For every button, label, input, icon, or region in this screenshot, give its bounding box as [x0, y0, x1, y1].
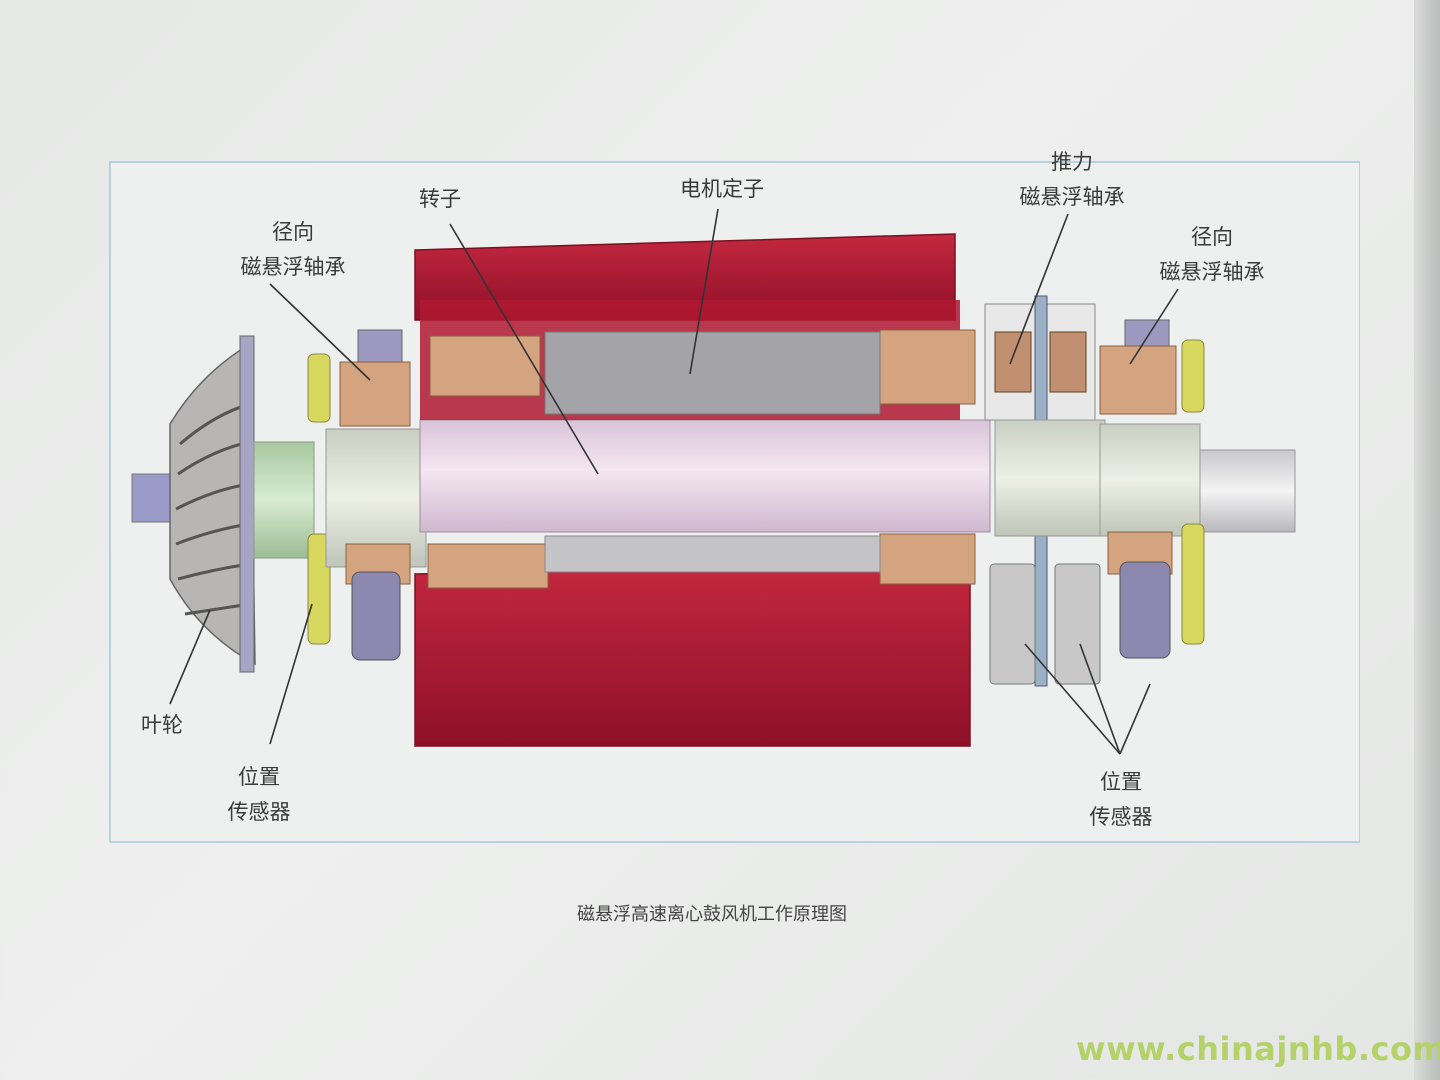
page-edge [1414, 0, 1440, 1080]
stator-core-bottom [544, 535, 881, 573]
right-sensor-ring-top [1181, 339, 1205, 413]
right-bearing-sleeve [994, 419, 1106, 537]
thrust-lower-left [989, 563, 1036, 685]
label-radial-bearing-left: 径向 磁悬浮轴承 [240, 220, 346, 279]
impeller [169, 335, 256, 673]
rotor [419, 419, 991, 533]
label-motor-stator: 电机定子 [680, 177, 764, 201]
label-position-sensor-right: 位置 传感器 [1089, 770, 1153, 829]
right-bearing-coil-bottom [1119, 561, 1171, 659]
winding-top-left [429, 335, 541, 397]
winding-top-right [879, 329, 976, 405]
thrust-coil-left [994, 331, 1032, 393]
stator-core-top [544, 331, 881, 415]
rotor-assembly-drawing [109, 161, 1360, 843]
shaft-green-section [253, 441, 315, 559]
label-radial-bearing-right: 径向 磁悬浮轴承 [1159, 225, 1265, 284]
right-radial-sleeve [1099, 423, 1201, 537]
leader-lines [169, 208, 1179, 755]
right-sensor-ring-bottom [1181, 523, 1205, 645]
label-rotor: 转子 [419, 187, 461, 211]
label-thrust-bearing: 推力 磁悬浮轴承 [1019, 150, 1125, 209]
diagram-figure [90, 124, 1360, 860]
winding-bottom-left [427, 543, 549, 589]
thrust-coil-right [1049, 331, 1087, 393]
left-sensor-ring-top [307, 353, 331, 423]
left-bearing-coil-bottom [351, 571, 401, 661]
winding-bottom-right [879, 533, 976, 585]
label-impeller: 叶轮 [141, 713, 183, 737]
impeller-hub [131, 473, 173, 523]
shaft-right-end [1199, 449, 1296, 533]
thrust-lower-right [1054, 563, 1101, 685]
left-radial-bearing-top [339, 361, 411, 427]
label-position-sensor-left: 位置 传感器 [227, 765, 291, 824]
watermark: www.chinajnhb.com [1076, 1030, 1440, 1068]
stator-bottom [414, 563, 971, 747]
figure-caption: 磁悬浮高速离心鼓风机工作原理图 [577, 904, 847, 925]
left-sensor-ring-bottom [307, 533, 331, 645]
left-bearing-coil-top [357, 329, 403, 365]
right-radial-bearing-top [1099, 345, 1177, 415]
